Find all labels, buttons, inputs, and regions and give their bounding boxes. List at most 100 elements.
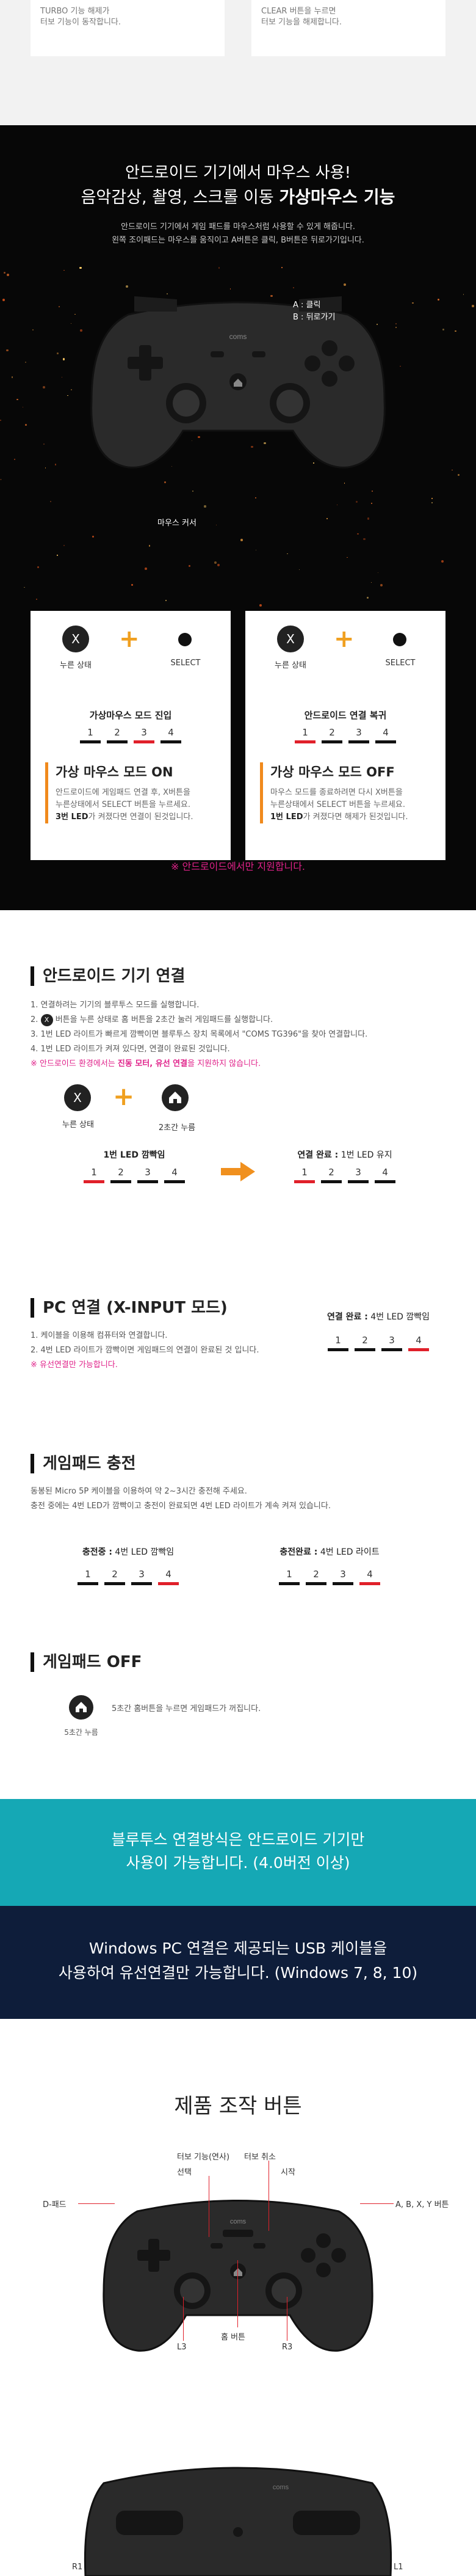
led-3: 3 xyxy=(348,727,369,743)
led-number: 2 xyxy=(118,1167,124,1178)
gamepad-image: coms xyxy=(90,296,386,469)
ember-spark xyxy=(442,329,444,331)
plus-icon: + xyxy=(334,625,355,653)
bluetooth-notice-banner: 블루투스 연결방식은 안드로이드 기기만 사용이 가능합니다. (4.0버전 이… xyxy=(0,1799,476,1906)
ember-spark xyxy=(458,474,460,476)
led-bar xyxy=(134,740,154,743)
led-3: 3 xyxy=(137,1167,158,1183)
done-title: 연결 완료 : 1번 LED 유지 xyxy=(278,1148,412,1161)
vmouse-desc: 안드로이드 기기에서 게임 패드를 마우스처럼 사용할 수 있게 해줍니다. xyxy=(120,222,356,232)
ember-spark xyxy=(43,443,45,445)
led-number: 2 xyxy=(112,1569,118,1580)
ember-spark xyxy=(326,517,328,520)
led-2: 2 xyxy=(355,1335,375,1351)
pc-connect-section: PC 연결 (X-INPUT 모드) 1. 케이블을 이용해 컴퓨터와 연결합니… xyxy=(31,1298,458,1373)
banner-line: 블루투스 연결방식은 안드로이드 기기만 xyxy=(111,1831,365,1848)
ember-spark xyxy=(371,503,373,504)
card-text: 터보 기능을 해제합니다. xyxy=(261,18,342,27)
led-number: 3 xyxy=(141,727,147,738)
led-number: 2 xyxy=(362,1335,368,1346)
off-desc: 5초간 홈버튼을 누르면 게임패드가 꺼집니다. xyxy=(112,1704,261,1713)
ember-spark xyxy=(229,288,231,290)
ember-spark xyxy=(437,299,439,301)
led-3: 3 xyxy=(333,1569,353,1585)
callout-r3: R3 xyxy=(282,2343,293,2352)
step-line: 4. 1번 LED 라이트가 켜져 있다면, 연결이 완료된 것입니다. xyxy=(31,1045,230,1054)
callout-l1: L1 xyxy=(394,2563,403,2572)
section-title: 안드로이드 기기 연결 xyxy=(31,966,458,986)
led-number: 4 xyxy=(171,1167,178,1178)
section-title: 게임패드 충전 xyxy=(31,1454,458,1473)
ember-spark xyxy=(32,329,34,330)
ember-spark xyxy=(298,569,300,571)
led-2: 2 xyxy=(110,1167,131,1183)
home-button-icon xyxy=(162,1084,189,1111)
virtual-mouse-section: 안드로이드 기기에서 마우스 사용! 음악감상, 촬영, 스크롤 이동 가상마우… xyxy=(0,125,476,910)
led-bar xyxy=(158,1582,179,1585)
led-bar xyxy=(160,740,181,743)
ember-spark xyxy=(35,598,38,600)
ember-spark xyxy=(24,361,27,363)
arrow-right-icon xyxy=(221,1162,255,1181)
led-bar xyxy=(333,1582,353,1585)
ember-spark xyxy=(13,458,16,461)
led-number: 2 xyxy=(114,727,120,738)
button-label: 2초간 누름 xyxy=(158,1123,196,1133)
ember-spark xyxy=(431,497,433,500)
step-line: 1. 케이블을 이용해 컴퓨터와 연결합니다. xyxy=(31,1331,168,1340)
ember-spark xyxy=(270,294,273,297)
android-only-warning: ※ 안드로이드에서만 지원합니다. xyxy=(170,861,306,872)
plus-icon: + xyxy=(113,1081,135,1111)
desc-text: 가 켜졌다면 해제가 된것입니다. xyxy=(303,812,408,822)
led-emphasis: 1번 LED xyxy=(270,812,303,822)
led-bar xyxy=(164,1180,185,1183)
led-4: 4 xyxy=(408,1335,429,1351)
section-title: PC 연결 (X-INPUT 모드) xyxy=(31,1298,458,1318)
plus-icon: + xyxy=(119,625,140,653)
vmouse-desc: 왼쪽 조이패드는 마우스를 움직이고 A버튼은 클릭, B버튼은 뒤로가기입니다… xyxy=(112,236,364,245)
windows-notice-banner: Windows PC 연결은 제공되는 USB 케이블을 사용하여 유선연결만 … xyxy=(0,1906,476,2019)
desc-line: 1번 LED가 켜졌다면 해제가 된것입니다. xyxy=(270,811,431,823)
led-2: 2 xyxy=(321,1167,342,1183)
led-bar xyxy=(348,1180,369,1183)
card-text: CLEAR 버튼을 누르면 xyxy=(261,7,336,16)
led-number: 4 xyxy=(367,1569,373,1580)
led-bar xyxy=(375,1180,395,1183)
ember-spark xyxy=(2,298,5,301)
section-title: 게임패드 OFF xyxy=(31,1652,458,1672)
ember-spark xyxy=(441,560,444,563)
ember-spark xyxy=(144,567,147,571)
led-number: 1 xyxy=(335,1335,341,1346)
callout-a: A : 클릭 xyxy=(293,301,321,310)
callout-line xyxy=(237,2260,238,2327)
ember-spark xyxy=(191,440,193,442)
ember-spark xyxy=(399,365,401,367)
desc-line: 3번 LED가 켜졌다면 연결이 된것입니다. xyxy=(56,811,216,823)
led-bar xyxy=(104,1582,125,1585)
charged-title: 충전완료 : 4번 LED 라이트 xyxy=(262,1545,397,1558)
card-text: TURBO 기능 해제가 xyxy=(40,7,110,16)
ember-spark xyxy=(11,376,13,378)
ember-spark xyxy=(367,597,369,599)
ember-spark xyxy=(240,539,243,541)
led-number: 1 xyxy=(87,727,93,738)
turbo-cards-section: TURBO 기능 해제가 터보 기능이 동작합니다. CLEAR 버튼을 누르면… xyxy=(0,0,476,125)
led-3: 3 xyxy=(381,1335,402,1351)
ember-spark xyxy=(62,358,65,360)
ember-spark xyxy=(79,266,82,269)
led-indicator-pc: 1 2 3 4 xyxy=(328,1335,429,1351)
mode-title: 가상마우스 모드 진입 xyxy=(89,710,172,721)
turbo-clear-card: CLEAR 버튼을 누르면 터보 기능을 해제합니다. xyxy=(251,0,445,56)
ember-spark xyxy=(198,436,200,439)
ember-spark xyxy=(367,517,370,520)
ember-spark xyxy=(126,285,129,288)
mode-heading: 가상 마우스 모드 OFF xyxy=(270,765,395,779)
ember-spark xyxy=(395,326,397,329)
desc-line: 누른상태에서 SELECT 버튼을 누르세요. xyxy=(270,800,405,809)
ember-spark xyxy=(264,442,266,445)
led-3: 3 xyxy=(348,1167,369,1183)
ember-spark xyxy=(431,502,433,504)
led-4: 4 xyxy=(158,1569,179,1585)
vmouse-on-card: X + 누른 상태 SELECT 가상마우스 모드 진입 1 2 3 4 가상 … xyxy=(31,611,231,860)
